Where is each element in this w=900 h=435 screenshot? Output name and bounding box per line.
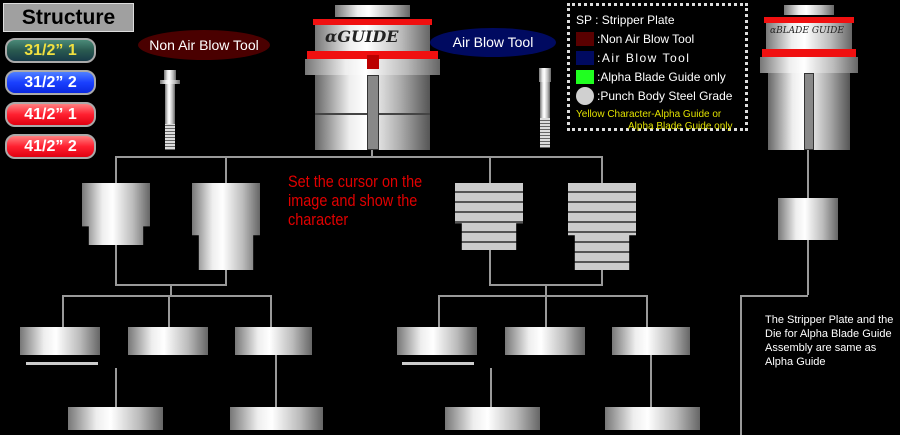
alpha-blade-guide-logo: αBLADE GUIDE — [770, 26, 844, 36]
die-part[interactable] — [20, 327, 100, 355]
size-button-3-5-2[interactable]: 31/2” 2 — [5, 70, 96, 95]
stripper-plate-part[interactable] — [568, 183, 636, 270]
stripper-plate-part[interactable] — [192, 183, 260, 270]
instruction-text: Set the cursor on the image and show the… — [288, 172, 423, 229]
stripper-plate-part[interactable] — [455, 183, 523, 250]
die-part[interactable] — [235, 327, 312, 355]
legend-item: :Air Blow Tool — [597, 50, 691, 65]
legend-note-1: Yellow Character-Alpha Guide or — [576, 109, 722, 120]
legend-item: :Punch Body Steel Grade — [597, 88, 733, 103]
non-air-blow-label: Non Air Blow Tool — [138, 30, 270, 60]
legend-item: :Non Air Blow Tool — [597, 31, 695, 46]
size-button-4-5-1[interactable]: 41/2” 1 — [5, 102, 96, 127]
die-part[interactable] — [128, 327, 208, 355]
stripper-plate-part[interactable] — [82, 183, 150, 245]
swatch-non-air — [576, 31, 594, 46]
die-part[interactable] — [505, 327, 585, 355]
alpha-guide-tool[interactable]: αGUIDE — [305, 5, 440, 150]
legend-sp: SP : Stripper Plate — [576, 12, 675, 27]
swatch-steel-grade — [576, 86, 594, 105]
size-button-3-5-1[interactable]: 31/2” 1 — [5, 38, 96, 63]
die-holder-part[interactable] — [230, 407, 323, 430]
legend: SP : Stripper Plate :Non Air Blow Tool :… — [567, 3, 748, 132]
die-part[interactable] — [612, 327, 690, 355]
legend-item: :Alpha Blade Guide only — [597, 69, 726, 84]
die-holder-part[interactable] — [445, 407, 540, 430]
die-holder-part[interactable] — [68, 407, 163, 430]
assembly-note: The Stripper Plate and the Die for Alpha… — [765, 314, 894, 368]
structure-header: Structure — [3, 3, 134, 32]
alpha-guide-logo: αGUIDE — [325, 27, 399, 46]
alpha-blade-guide-tool[interactable]: αBLADE GUIDE — [760, 5, 858, 150]
swatch-blade-guide — [576, 69, 594, 84]
bolt-air[interactable] — [537, 68, 553, 148]
swatch-air — [576, 50, 594, 65]
size-button-4-5-2[interactable]: 41/2” 2 — [5, 134, 96, 159]
legend-note-2: Alpha Blade Guide only — [628, 121, 733, 132]
blade-guide-stripper-part[interactable] — [778, 198, 838, 240]
die-part[interactable] — [397, 327, 477, 355]
die-holder-part[interactable] — [605, 407, 700, 430]
air-blow-label: Air Blow Tool — [430, 28, 556, 57]
bolt-non-air[interactable] — [160, 70, 180, 150]
